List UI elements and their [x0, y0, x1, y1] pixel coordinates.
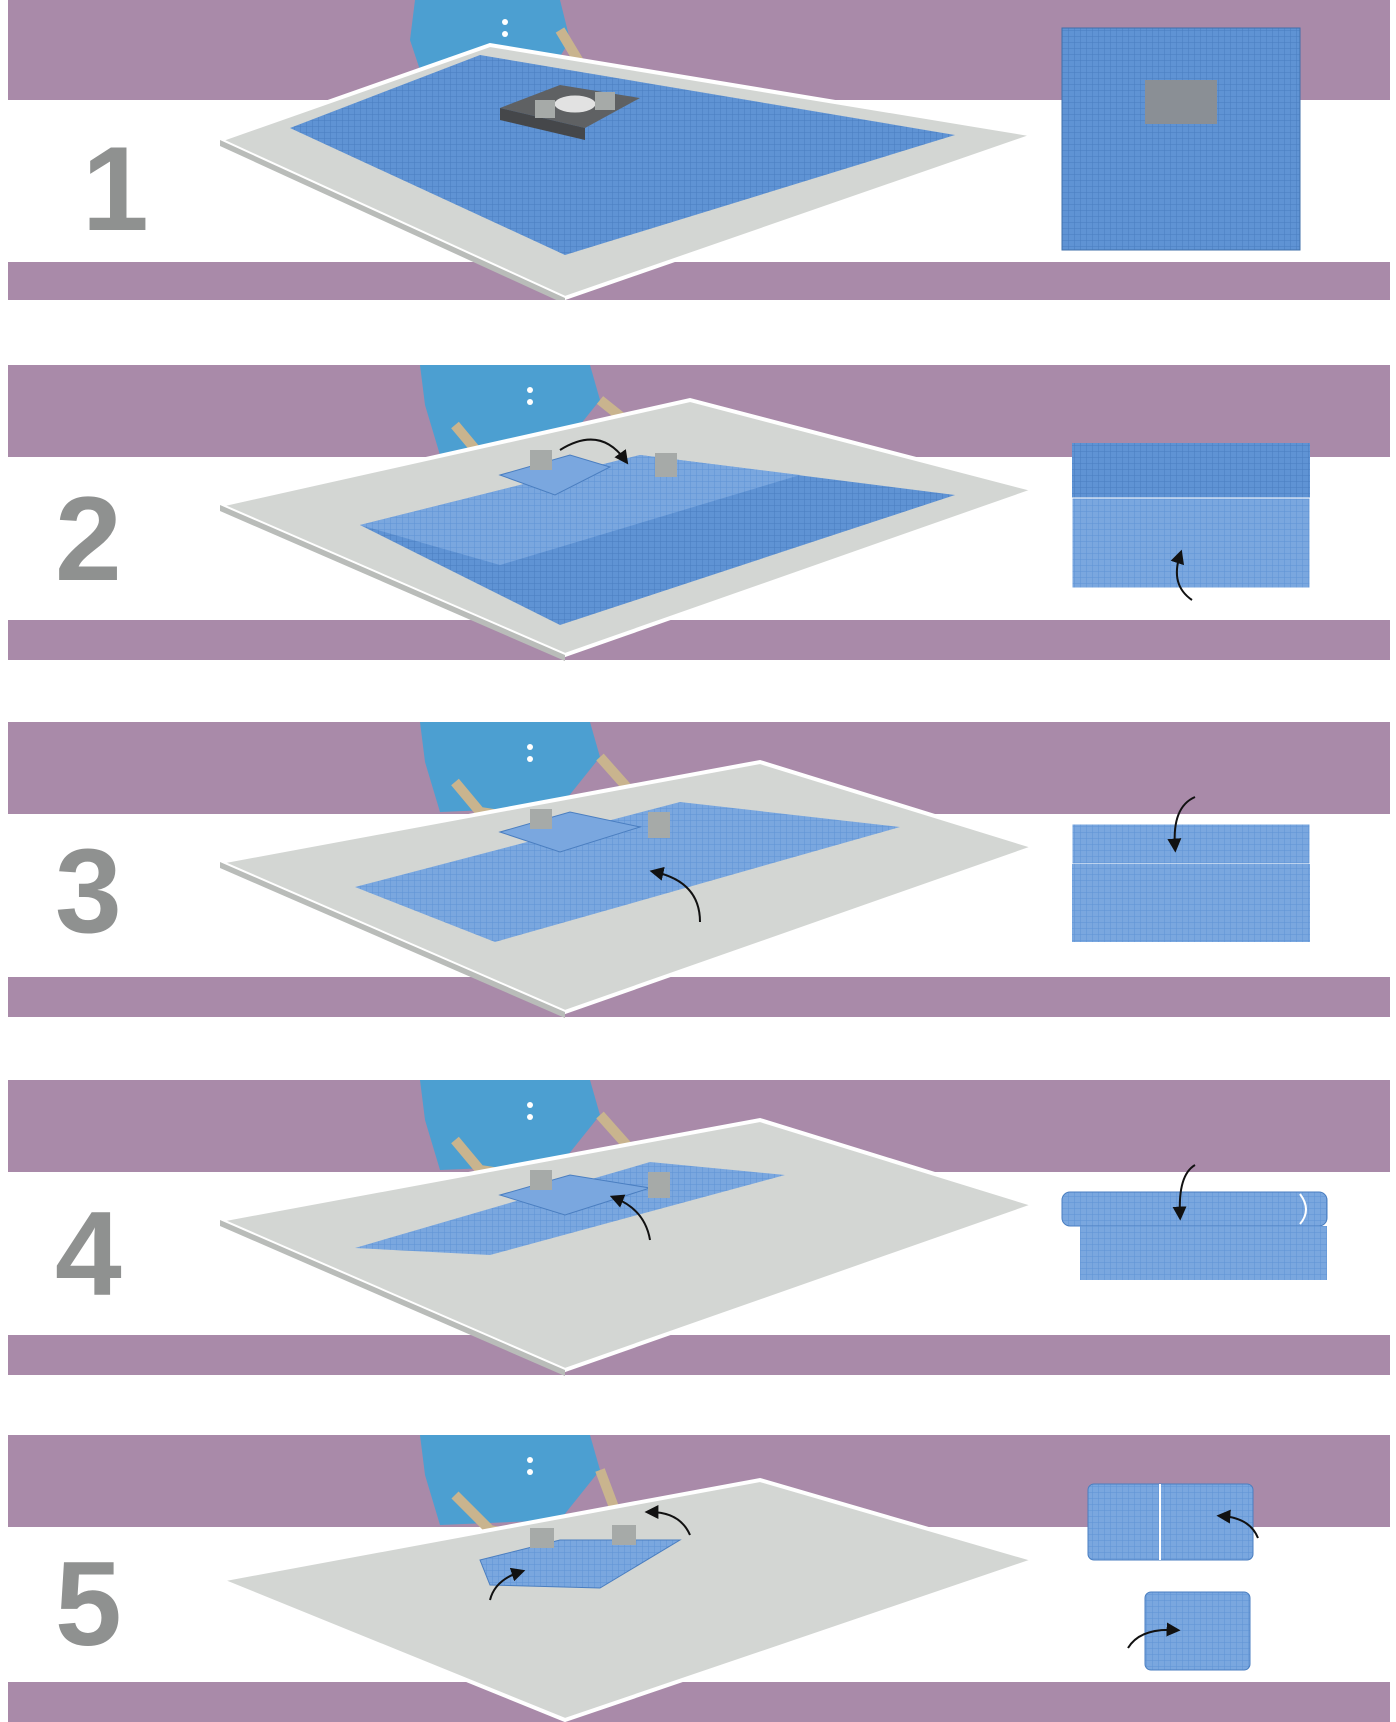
glove-right	[648, 1172, 670, 1198]
wrap-fold-bottom-icon	[1072, 443, 1310, 600]
step-panel-2: 2	[0, 355, 1396, 665]
wrap-package-icon	[1088, 1484, 1258, 1670]
glove-left	[535, 100, 555, 118]
step-number: 5	[55, 1537, 122, 1671]
step-panel-5: 5	[0, 1420, 1396, 1722]
glove-right	[595, 92, 615, 110]
glove-left	[530, 809, 552, 829]
wrap-flat-icon	[1062, 28, 1300, 250]
step-panel-4: 4	[0, 1070, 1396, 1380]
step-number: 4	[55, 1187, 122, 1321]
band-bottom	[8, 1682, 1390, 1722]
wrap-fold-top-icon	[1072, 797, 1310, 942]
glove-left	[530, 1528, 554, 1548]
glove-right	[655, 453, 677, 477]
step-number: 3	[55, 824, 122, 958]
step-number: 2	[55, 472, 122, 606]
band-bottom	[8, 1335, 1390, 1375]
step-panel-1: 1	[0, 0, 1396, 300]
glove-right	[612, 1525, 636, 1545]
band-bottom	[8, 262, 1390, 300]
step-panel-3: 3	[0, 712, 1396, 1022]
step-number: 1	[82, 122, 149, 256]
glove-left	[530, 450, 552, 470]
band-bottom	[8, 977, 1390, 1017]
wrap-rolled-icon	[1062, 1165, 1327, 1280]
glove-right	[648, 812, 670, 838]
glove-left	[530, 1170, 552, 1190]
band-bottom	[8, 620, 1390, 660]
